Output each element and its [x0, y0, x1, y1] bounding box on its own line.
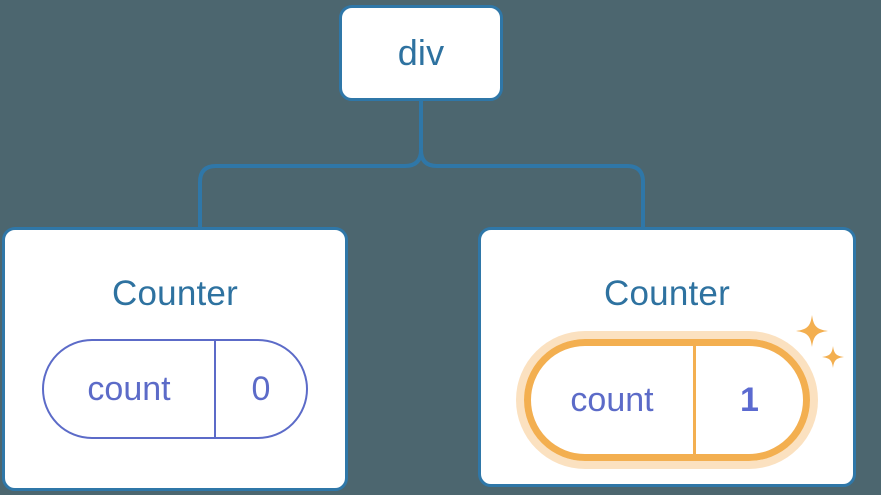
- state-pill[interactable]: count 0: [42, 339, 308, 439]
- connector-branch-right: [419, 148, 645, 229]
- connector-branch-left: [198, 148, 423, 229]
- state-key: count: [531, 346, 696, 454]
- node-counter-left[interactable]: Counter count 0: [2, 227, 348, 491]
- node-root-div[interactable]: div: [339, 5, 503, 101]
- component-title: Counter: [112, 274, 238, 313]
- sparkle-large-icon: [796, 315, 828, 347]
- state-pill-wrapper: count 1: [524, 315, 844, 461]
- state-value: 0: [251, 370, 271, 408]
- state-key: count: [44, 341, 216, 437]
- state-pill-wrapper: count 0: [42, 339, 308, 439]
- root-node-label: div: [397, 32, 445, 73]
- node-counter-right[interactable]: Counter count 1: [478, 227, 856, 487]
- component-title: Counter: [604, 274, 730, 313]
- state-pill-highlighted[interactable]: count 1: [524, 339, 810, 461]
- sparkle-small-icon: [822, 346, 844, 368]
- state-value: 1: [740, 381, 759, 419]
